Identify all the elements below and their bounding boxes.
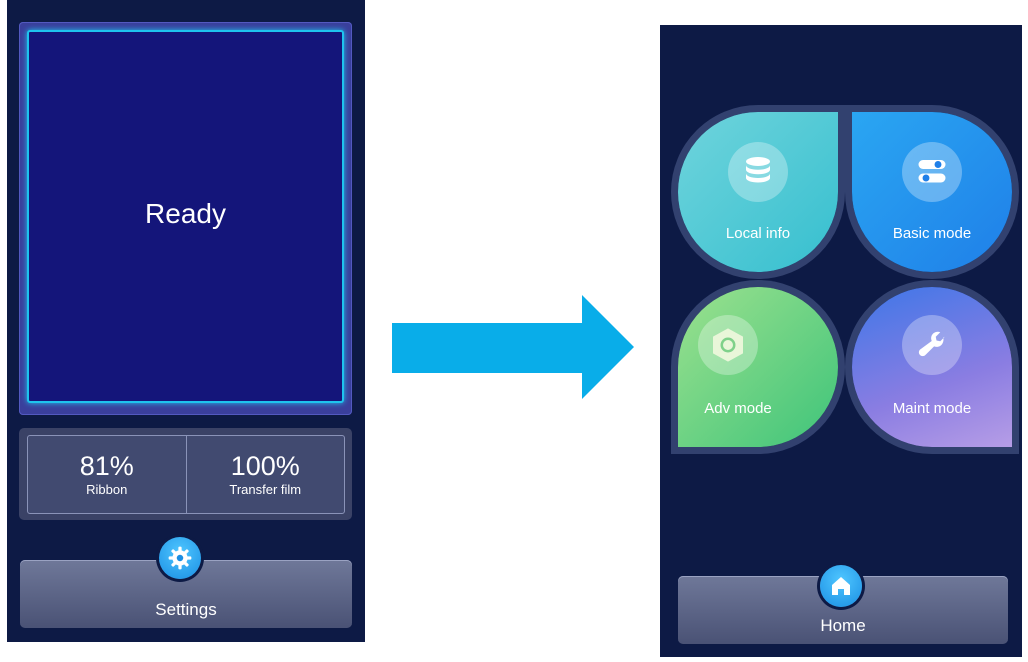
local-info-tile[interactable]: Local info (678, 112, 838, 272)
home-screen: Ready 81% Ribbon 100% Transfer film Sett… (7, 0, 365, 642)
local-info-label: Local info (725, 225, 791, 242)
settings-button-label: Settings (155, 600, 217, 619)
maint-mode-tile[interactable]: Maint mode (852, 287, 1012, 447)
supply-levels-panel: 81% Ribbon 100% Transfer film (19, 428, 352, 520)
adv-mode-label: Adv mode (704, 400, 772, 417)
database-icon (728, 142, 788, 202)
ribbon-level-label: Ribbon (86, 482, 128, 497)
transition-arrow-icon (392, 295, 634, 399)
settings-menu-screen: Local info Basic mode Adv mode (660, 25, 1022, 657)
wrench-icon (902, 315, 962, 375)
status-panel: Ready (27, 30, 344, 403)
hex-nut-icon (698, 315, 758, 375)
status-panel-frame: Ready (19, 22, 352, 415)
maint-mode-label: Maint mode (892, 400, 972, 417)
ribbon-level: 81% Ribbon (28, 436, 186, 513)
transfer-film-level-label: Transfer film (229, 482, 302, 497)
status-text: Ready (145, 197, 226, 229)
home-icon[interactable] (820, 565, 862, 607)
ribbon-level-value: 81% (79, 451, 134, 481)
home-button-label: Home (820, 616, 866, 635)
transfer-film-level: 100% Transfer film (185, 436, 345, 513)
basic-mode-tile[interactable]: Basic mode (852, 112, 1012, 272)
adv-mode-tile[interactable]: Adv mode (678, 287, 838, 447)
toggle-switches-icon (902, 142, 962, 202)
basic-mode-label: Basic mode (892, 225, 972, 242)
transfer-film-level-value: 100% (230, 451, 300, 481)
gear-icon[interactable] (159, 537, 201, 579)
